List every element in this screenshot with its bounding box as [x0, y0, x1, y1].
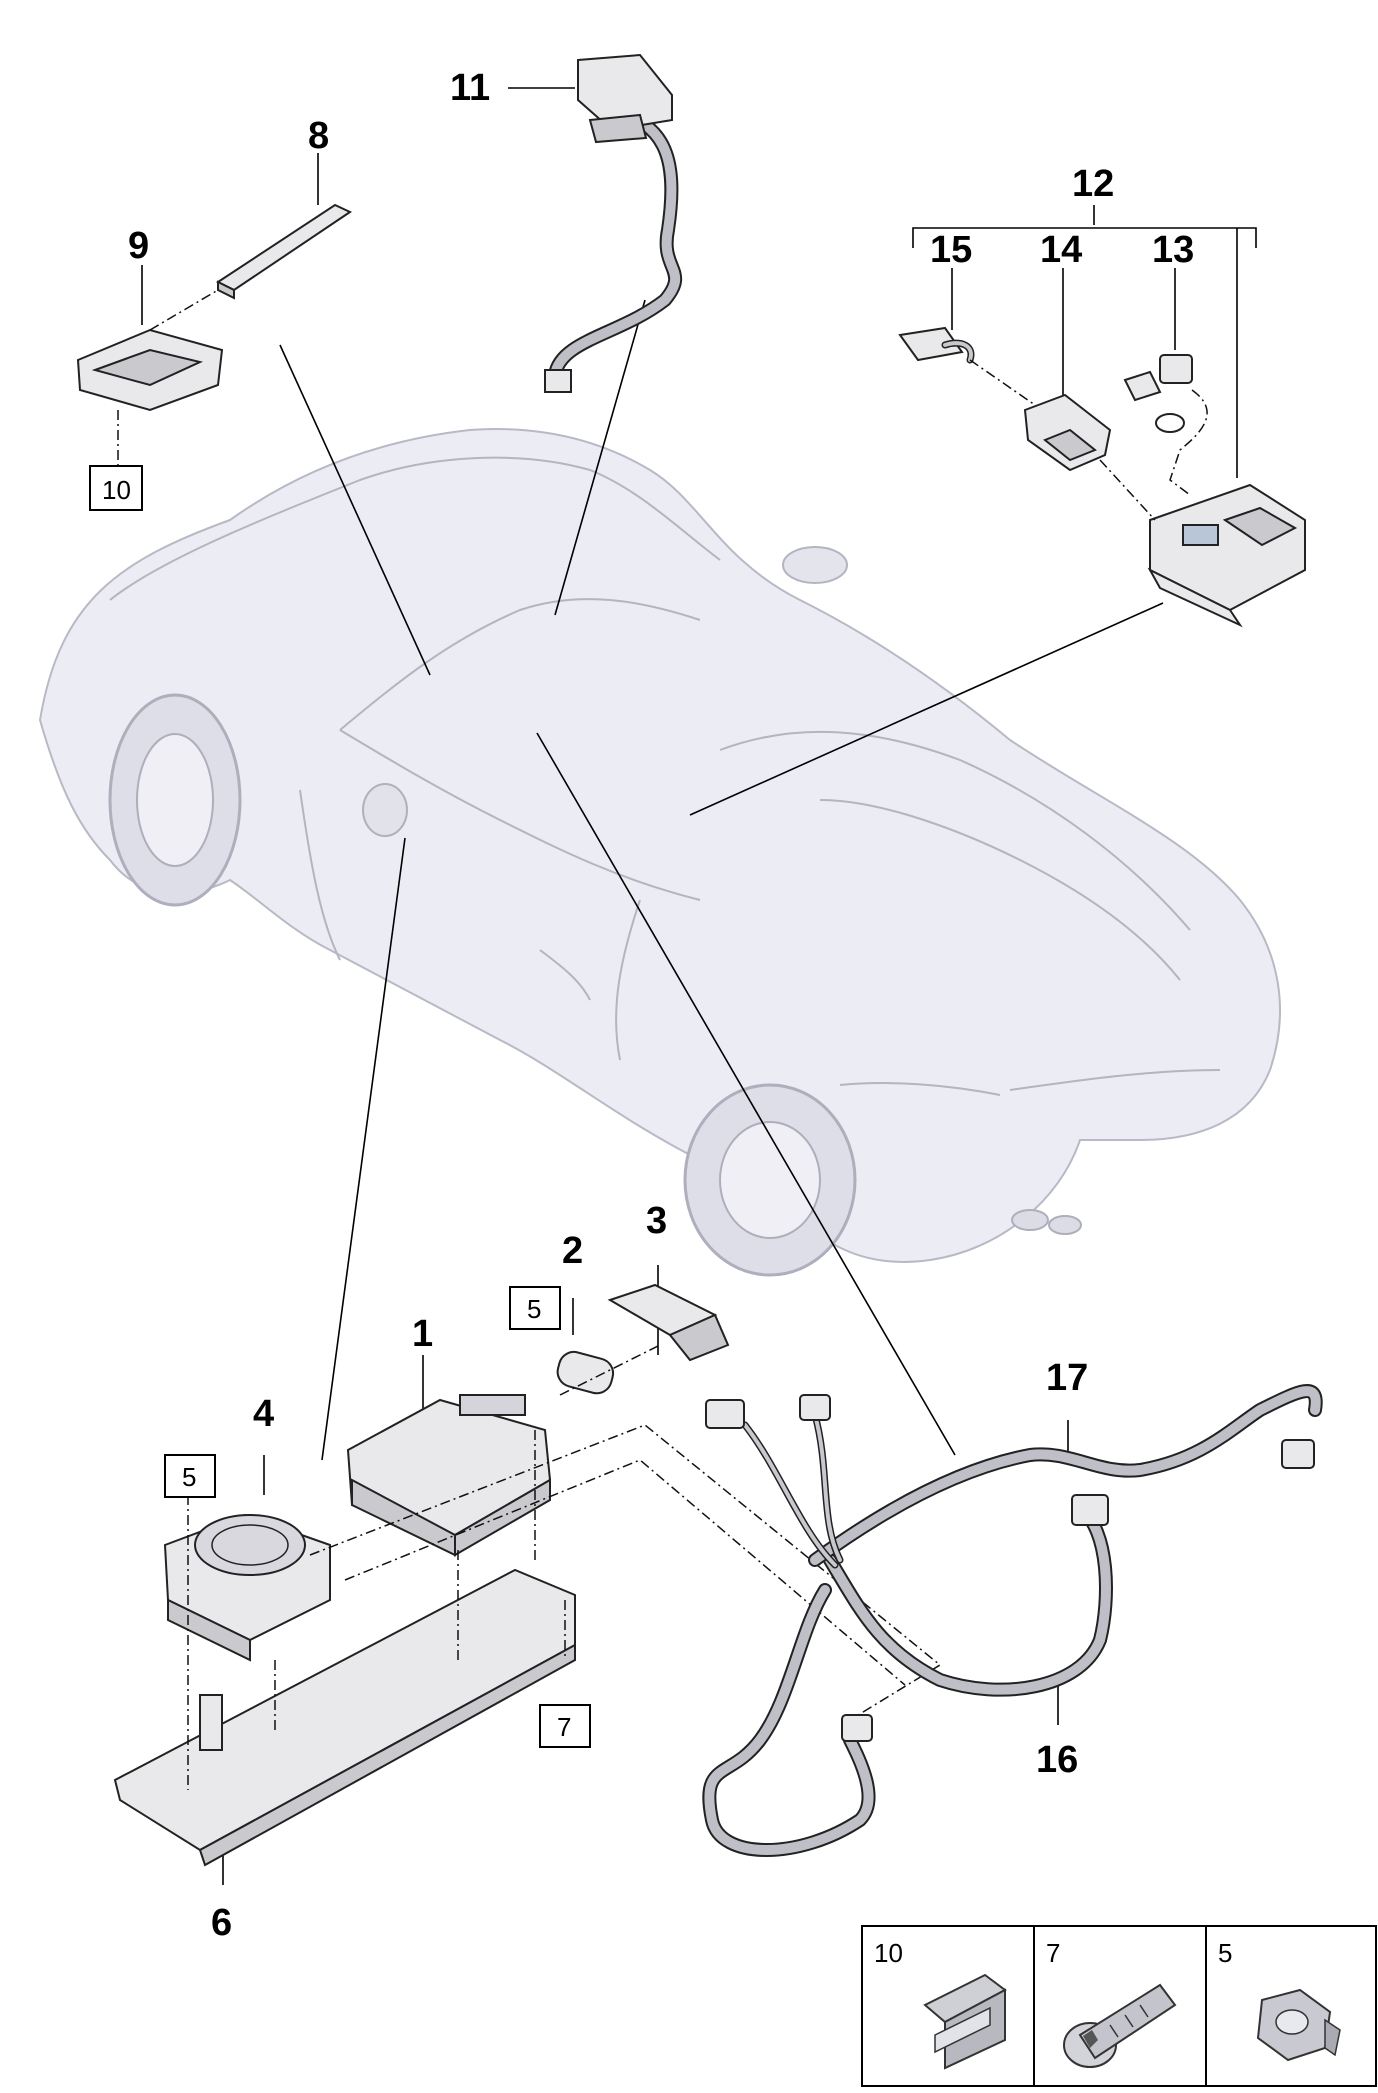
callout-11: 11	[450, 67, 490, 109]
callout-15: 15	[930, 229, 972, 271]
boxed-ref-7: 7	[557, 1712, 571, 1742]
boxed-ref-5-upper: 5	[527, 1294, 541, 1324]
legend-label-10: 10	[874, 1938, 903, 1968]
boxed-ref-5-left: 5	[182, 1462, 196, 1492]
boxed-ref-10: 10	[102, 475, 131, 505]
callout-4: 4	[253, 1393, 274, 1435]
dash-lines-upper-right	[969, 359, 1208, 521]
part-4-speaker	[163, 1513, 331, 1662]
callout-9: 9	[128, 225, 149, 267]
part-13-sensor	[1123, 354, 1193, 433]
callout-labels: 11 8 9 12 15 14 13 3 2 1 4 6 17 16	[128, 67, 1194, 1944]
callout-14: 14	[1040, 229, 1082, 271]
boxed-references: 10 5 5 7	[89, 465, 591, 1748]
part-3-bracket	[607, 1283, 730, 1362]
callout-13: 13	[1152, 229, 1194, 271]
part-6-tray	[113, 1568, 576, 1867]
car-illustration	[38, 428, 1281, 1277]
callout-2: 2	[562, 1230, 583, 1272]
dash-lines-centre	[187, 1344, 942, 1790]
part-9-bracket	[76, 289, 224, 465]
part-16-17-harness	[702, 1384, 1323, 1857]
leader-lines	[141, 87, 1257, 1885]
bolt-icon	[1063, 1983, 1177, 2068]
part-12-console	[1147, 483, 1306, 628]
part-8-antenna-strip	[216, 203, 353, 300]
callout-16: 16	[1036, 1739, 1078, 1781]
legend-label-7: 7	[1046, 1938, 1060, 1968]
part-14-module	[1023, 393, 1112, 472]
callout-6: 6	[211, 1902, 232, 1944]
callout-1: 1	[412, 1313, 433, 1355]
callout-17: 17	[1046, 1357, 1088, 1399]
legend-label-5: 5	[1218, 1938, 1232, 1968]
clip-icon	[923, 1973, 1007, 2070]
part-2-cylinder	[556, 1350, 615, 1395]
part-1-control-unit	[346, 1394, 552, 1557]
fastener-legend: 10 7 5	[861, 1925, 1377, 2087]
callout-3: 3	[646, 1200, 667, 1242]
callout-8: 8	[308, 115, 329, 157]
callout-12: 12	[1072, 163, 1114, 205]
part-15-connector	[898, 326, 975, 364]
part-11-cable	[544, 53, 683, 393]
nut-icon	[1256, 1988, 1341, 2062]
